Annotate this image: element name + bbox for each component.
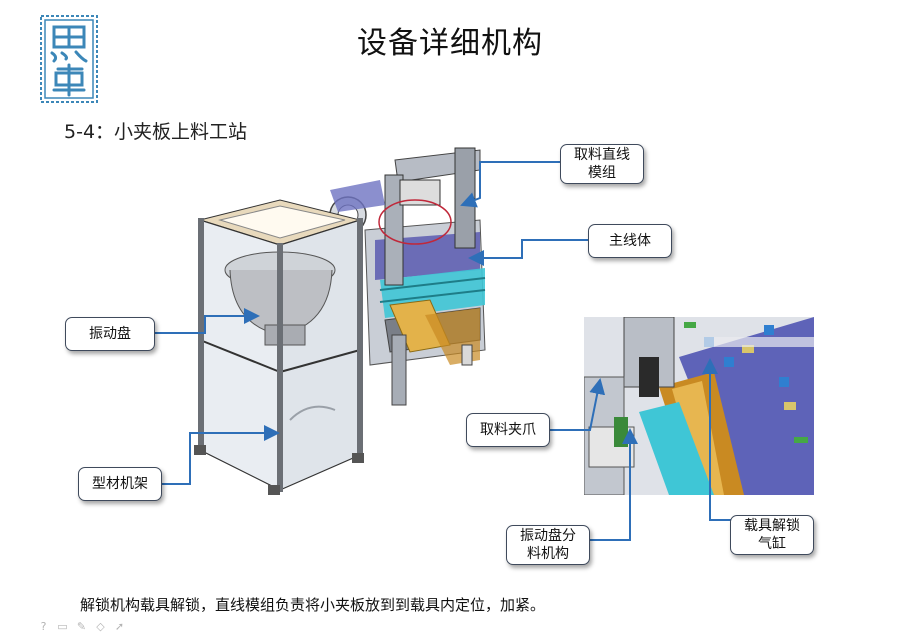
- slideshow-toolbar: ? ▭ ✎ ◇ ➚: [36, 619, 127, 634]
- section-heading: 5-4：小夹板上料工站: [64, 121, 248, 143]
- callout-line-1: 取料直线: [574, 147, 630, 163]
- callout-line-2: 模组: [588, 165, 616, 181]
- callout-vibration-feeder: 振动盘分 料机构: [506, 525, 590, 565]
- callout-label: 振动盘: [89, 326, 131, 342]
- callout-line-2: 气缸: [758, 536, 786, 552]
- callout-vibration-plate: 振动盘: [65, 317, 155, 351]
- main-line-assembly: [329, 147, 486, 406]
- eraser-icon[interactable]: ◇: [96, 620, 105, 633]
- page-title: 设备详细机构: [357, 26, 543, 61]
- company-logo: 思卓: [40, 15, 98, 103]
- callout-pick-gripper: 取料夹爪: [466, 413, 550, 447]
- gripper-closeup-image: [584, 317, 814, 495]
- callout-line-2: 料机构: [527, 546, 569, 562]
- pen-icon[interactable]: ✎: [76, 620, 87, 633]
- feeding-station-drawing: [194, 147, 486, 495]
- description-caption: 解锁机构载具解锁，直线模组负责将小夹板放到到载具内定位，加紧。: [80, 596, 546, 614]
- callout-profile-frame: 型材机架: [78, 467, 162, 501]
- callout-label: 型材机架: [92, 476, 148, 492]
- callout-pick-linear-module: 取料直线 模组: [560, 144, 644, 184]
- callout-label: 主线体: [609, 233, 651, 249]
- slide-icon[interactable]: ▭: [57, 620, 68, 633]
- callout-carrier-unlock-cylinder: 载具解锁 气缸: [730, 515, 814, 555]
- callout-label: 取料夹爪: [480, 422, 536, 438]
- callout-line-1: 载具解锁: [744, 518, 800, 534]
- callout-main-line-body: 主线体: [588, 224, 672, 258]
- pointer-icon[interactable]: ➚: [114, 620, 125, 633]
- cabinet-frame: [194, 199, 364, 495]
- question-icon[interactable]: ?: [40, 620, 47, 633]
- callout-line-1: 振动盘分: [520, 528, 576, 544]
